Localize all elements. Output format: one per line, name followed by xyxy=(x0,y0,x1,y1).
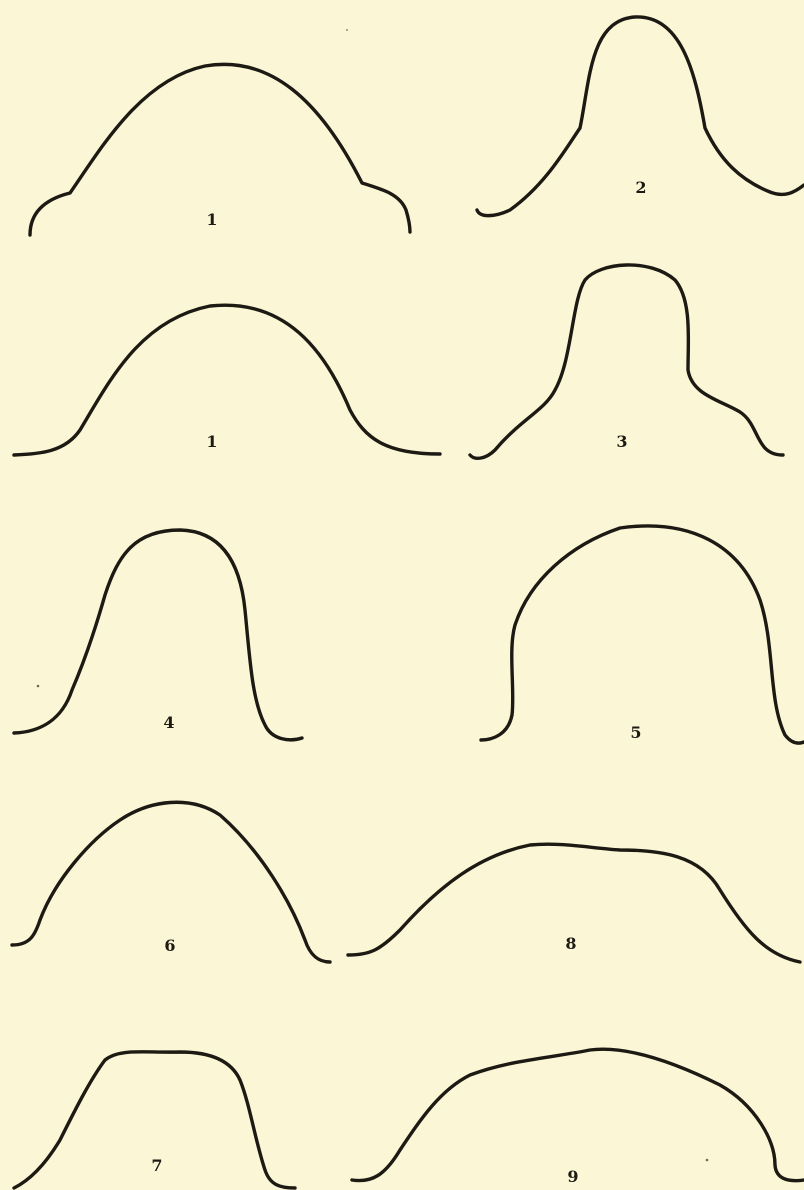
figure-number-7: 7 xyxy=(142,1157,172,1175)
figure-number-5: 5 xyxy=(621,724,651,742)
figure-number-4: 4 xyxy=(154,714,184,732)
outline-figure-3 xyxy=(470,265,783,458)
figure-number-6: 6 xyxy=(155,937,185,955)
paper-speck xyxy=(706,1159,709,1162)
figure-number-9: 9 xyxy=(558,1168,588,1186)
outline-figure-1-second xyxy=(14,305,440,455)
outline-figure-9 xyxy=(352,1049,804,1180)
figure-number-2: 2 xyxy=(626,179,656,197)
outline-figure-5 xyxy=(481,526,804,743)
outline-figure-4 xyxy=(14,530,302,740)
outline-figure-1-top xyxy=(30,64,410,235)
paper-speck xyxy=(346,29,348,31)
figure-number-1-top: 1 xyxy=(197,211,227,229)
figure-number-3: 3 xyxy=(607,433,637,451)
paper-speck xyxy=(37,685,40,688)
figure-number-1-second: 1 xyxy=(197,433,227,451)
figure-number-8: 8 xyxy=(556,935,586,953)
